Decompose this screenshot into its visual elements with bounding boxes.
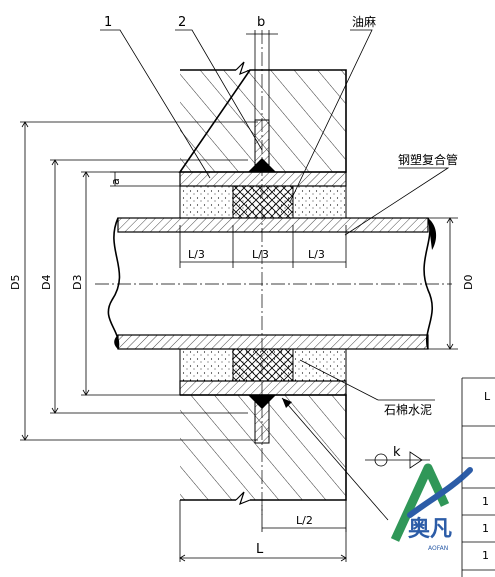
third-right-label: L/3: [308, 248, 325, 261]
b-label: b: [257, 15, 265, 30]
third-mid-label: L/3: [252, 248, 269, 261]
labels: 1 2 b 油麻 钢塑复合管 石棉水泥 L/3 L/3 L/3 L/2 L k …: [9, 14, 475, 557]
k-symbol: [365, 451, 430, 469]
table-cell-header: L: [484, 390, 491, 403]
casing-lower: [179, 348, 347, 444]
leader-lines: [100, 29, 450, 521]
third-left-label: L/3: [188, 248, 205, 261]
spec-table: L 1 1 1: [461, 377, 495, 577]
d5-label: D5: [9, 275, 22, 290]
d4-label: D4: [40, 275, 53, 290]
a-label: a: [109, 178, 122, 185]
table-cell-1: 1: [482, 495, 489, 508]
logo-text: 奥凡: [408, 516, 452, 542]
d0-label: D0: [462, 275, 475, 290]
d3-label: D3: [71, 275, 84, 290]
logo-small-text: AOFAN: [428, 545, 448, 552]
aofan-logo: 奥凡 AOFAN: [390, 463, 473, 552]
table-cell-2: 1: [482, 522, 489, 535]
ref-2-label: 2: [178, 15, 186, 30]
casing-upper: [179, 119, 347, 219]
pipe-label: 钢塑复合管: [398, 152, 458, 167]
table-cell-3: 1: [482, 549, 489, 562]
asbestos-cement-label: 石棉水泥: [384, 403, 432, 417]
dimension-lines: [20, 30, 458, 562]
steel-plastic-pipe: [95, 217, 452, 350]
oakum-label: 油麻: [352, 14, 376, 29]
ref-1-label: 1: [104, 15, 112, 30]
half-label: L/2: [296, 514, 313, 527]
length-label: L: [256, 542, 264, 557]
k-label: k: [393, 445, 401, 460]
